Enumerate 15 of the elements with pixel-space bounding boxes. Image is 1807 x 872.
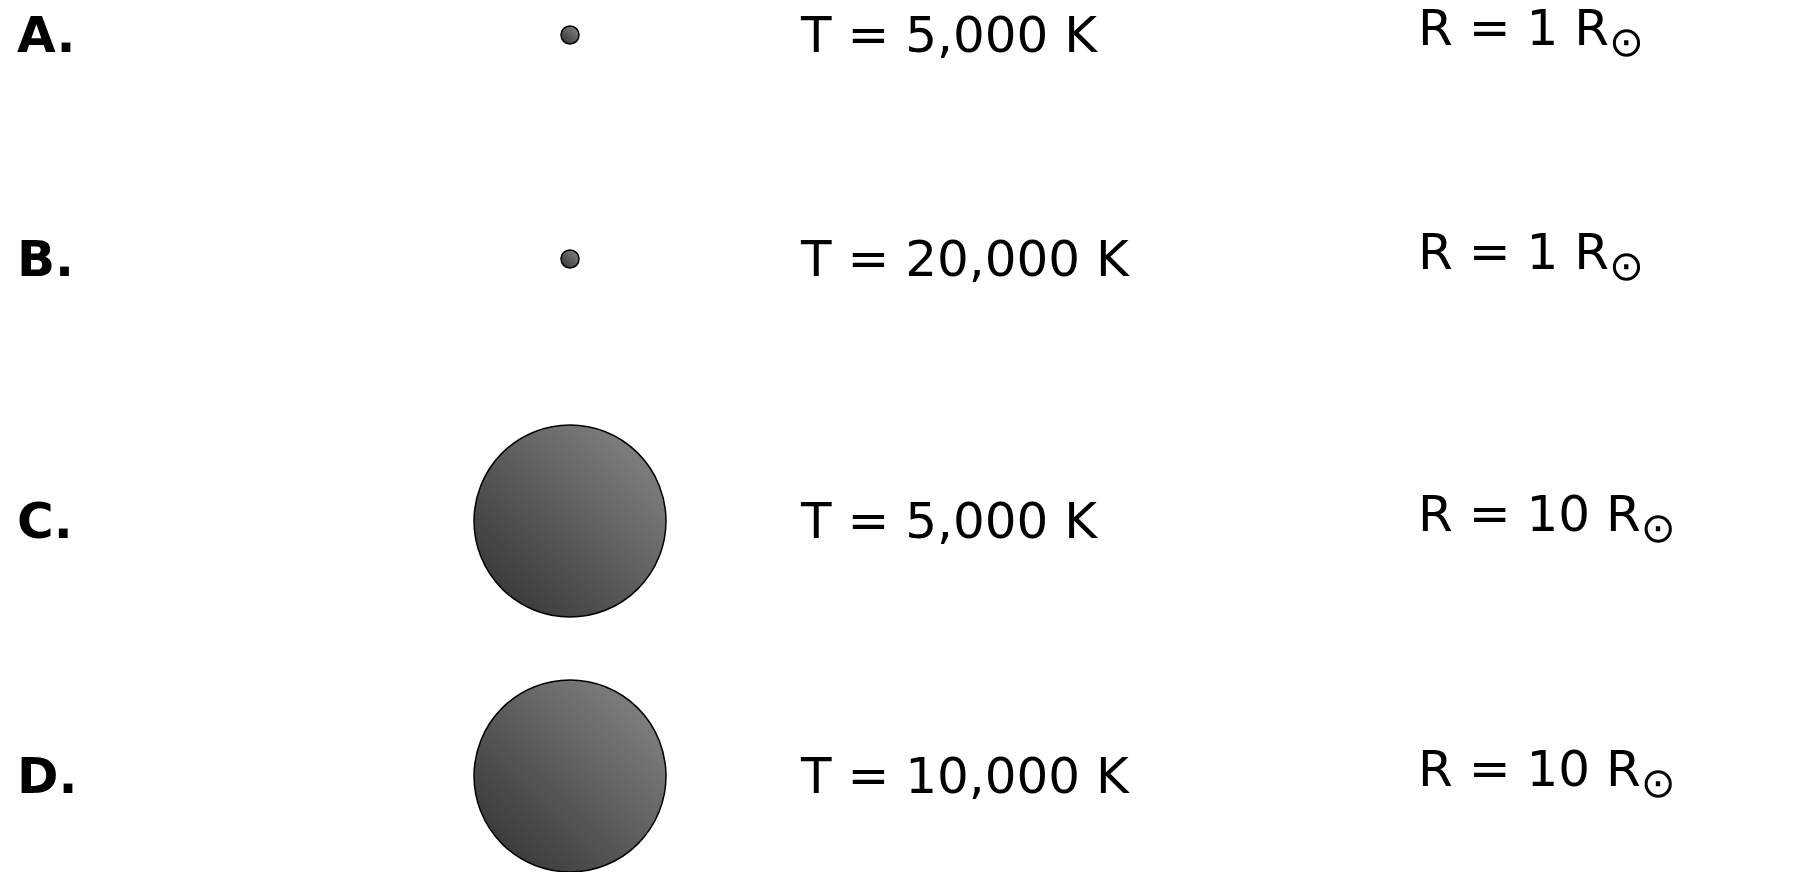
radius-text: R = 10 R$_{⊙}$ xyxy=(1418,739,1676,809)
option-letter: D. xyxy=(17,746,78,806)
temperature-text: T = 10,000 K xyxy=(801,746,1129,806)
star-sphere xyxy=(560,25,580,45)
temperature-text: T = 20,000 K xyxy=(801,229,1129,289)
radius-text: R = 1 R$_{⊙}$ xyxy=(1418,0,1644,68)
option-letter: C. xyxy=(17,491,73,551)
star-sphere xyxy=(473,424,667,618)
radius-text: R = 1 R$_{⊙}$ xyxy=(1418,222,1644,292)
temperature-text: T = 5,000 K xyxy=(801,5,1098,65)
radius-text: R = 10 R$_{⊙}$ xyxy=(1418,484,1676,554)
star-sphere xyxy=(560,249,580,269)
option-letter: A. xyxy=(17,5,76,65)
temperature-text: T = 5,000 K xyxy=(801,491,1098,551)
option-letter: B. xyxy=(17,229,75,289)
